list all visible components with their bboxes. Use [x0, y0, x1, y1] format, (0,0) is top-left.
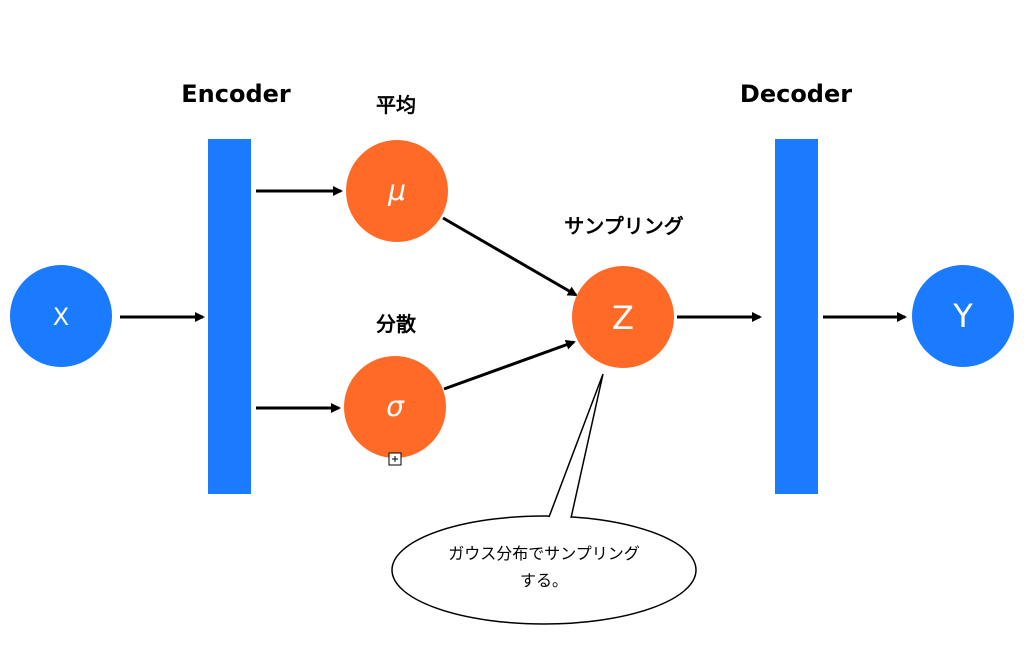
- arrow-mu-to-z: [442, 216, 578, 297]
- node-sigma-label: σ: [386, 390, 405, 423]
- decoder-bar: [775, 139, 818, 494]
- add-handle-icon[interactable]: [388, 452, 402, 466]
- sampling-label: サンプリング: [564, 214, 683, 238]
- arrow-sigma-to-z: [443, 340, 576, 391]
- callout-line-2: する。: [520, 571, 568, 590]
- node-x-label: X: [53, 303, 69, 331]
- speech-bubble: ガウス分布でサンプリング する。: [391, 373, 697, 625]
- encoder-label: Encoder: [181, 80, 291, 108]
- node-mu: μ: [346, 140, 448, 242]
- node-sigma: σ: [344, 356, 446, 458]
- node-y: Y: [912, 265, 1014, 367]
- encoder-bar: [208, 139, 251, 494]
- decoder-label: Decoder: [740, 80, 852, 108]
- node-mu-label: μ: [387, 174, 406, 207]
- node-z-label: Z: [612, 299, 634, 337]
- node-z: Z: [572, 266, 674, 368]
- callout-line-1: ガウス分布でサンプリング: [448, 544, 640, 563]
- node-x: X: [10, 265, 112, 367]
- mean-label: 平均: [376, 93, 416, 117]
- variance-label: 分散: [376, 312, 417, 336]
- node-y-label: Y: [952, 297, 973, 335]
